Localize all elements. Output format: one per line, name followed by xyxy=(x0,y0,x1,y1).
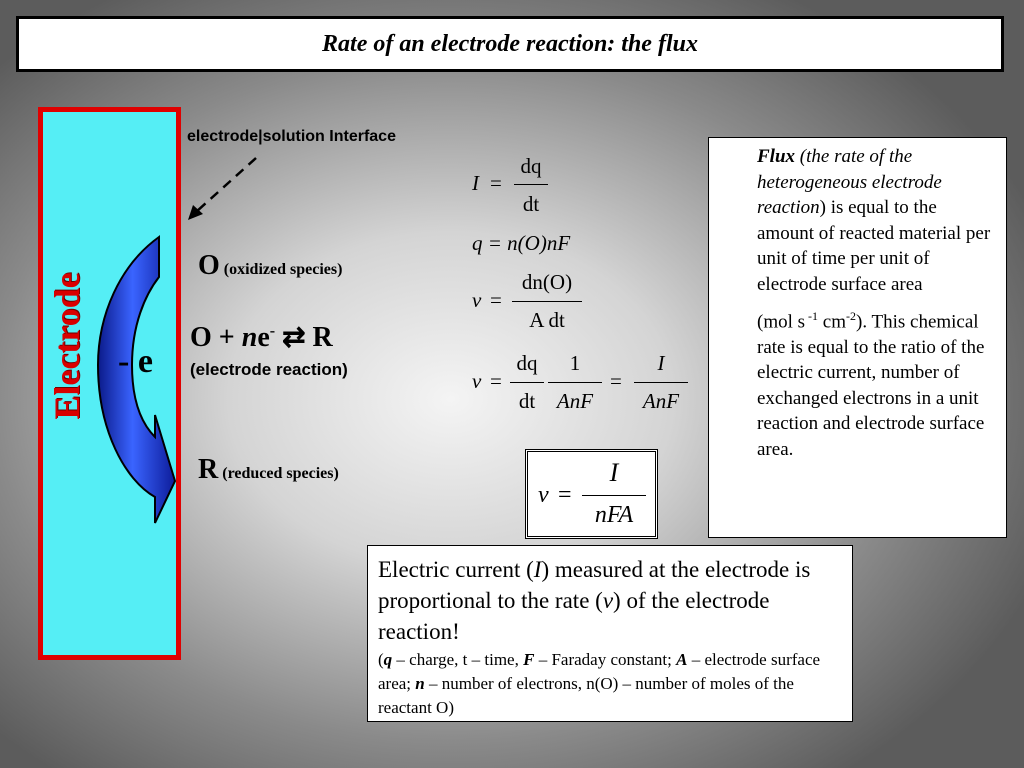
boxed-numerator: I xyxy=(609,458,619,487)
current-note: (q – charge, t – time, F – Faraday const… xyxy=(378,648,842,720)
reaction-arrow: ⇄ xyxy=(282,322,306,353)
reduced-desc: (reduced species) xyxy=(222,465,339,482)
eq4-den2: AnF xyxy=(556,389,594,413)
eq3-denominator: A dt xyxy=(529,308,565,332)
equation-charge: q = n(O)nF xyxy=(472,231,571,255)
eq3-numerator: dn(O) xyxy=(521,270,573,294)
note-b: – charge, t – time, xyxy=(392,650,524,669)
equation-rate-current: v = dq dt 1 AnF = I AnF xyxy=(470,349,700,419)
note-a: ( xyxy=(378,650,384,669)
flux-units-suffix: ). This chemical rate is equal to the ra… xyxy=(757,311,985,460)
flux-term: Flux xyxy=(757,146,796,167)
note-d: – electrode surface area; xyxy=(378,650,821,693)
equation-current: I = dq dt xyxy=(470,152,560,222)
flux-units-exp2: -2 xyxy=(846,309,856,323)
flux-rest: ) is equal to the amount of reacted mate… xyxy=(757,197,991,295)
note-e: – number of electrons, n(O) – number of … xyxy=(378,674,794,717)
equation-rate: v = dn(O) A dt xyxy=(470,268,590,338)
flux-description-box: Flux (the rate of the heterogeneous elec… xyxy=(708,137,1007,538)
flux-definition: Flux (the rate of the heterogeneous elec… xyxy=(757,144,996,297)
note-c: – Faraday constant; xyxy=(534,650,677,669)
eq4-lhs: v xyxy=(472,369,482,393)
interface-label: electrode|solution Interface xyxy=(187,128,396,145)
eq4-den3: AnF xyxy=(642,389,680,413)
note-n: n xyxy=(415,674,425,693)
eq1-numerator: dq xyxy=(520,154,542,178)
eq4-num1: dq xyxy=(516,351,538,375)
flux-italic: (the rate of the heterogeneous electrode… xyxy=(757,146,942,218)
current-main-text: Electric current (I) measured at the ele… xyxy=(378,554,842,647)
reaction-equation: O + ne- ⇄ R xyxy=(190,320,333,354)
reduced-species: R (reduced species) xyxy=(198,454,339,486)
flux-units-exp1: -1 xyxy=(805,309,819,323)
current-description-box: Electric current (I) measured at the ele… xyxy=(367,545,853,722)
electron-label: - e xyxy=(118,343,153,380)
current-main-a: Electric current ( xyxy=(378,557,534,582)
eq4-den1: dt xyxy=(518,389,536,413)
flux-units-prefix: (mol s xyxy=(757,311,806,333)
note-q: q xyxy=(383,650,393,669)
note-F: F xyxy=(523,650,535,669)
current-main-I: I xyxy=(533,557,542,582)
current-main-c: ) of the electrode reaction! xyxy=(378,588,770,644)
oxidized-symbol: O xyxy=(198,250,220,281)
current-main-v: v xyxy=(602,588,614,613)
curved-arrow-shape xyxy=(96,235,177,524)
reaction-charge: - xyxy=(269,322,276,340)
page-title: Rate of an electrode reaction: the flux xyxy=(322,30,698,57)
boxed-equation: v = I nFA xyxy=(525,449,658,539)
interface-pointer-arrow xyxy=(188,157,257,220)
reaction-rhs: R xyxy=(305,322,333,353)
oxidized-desc: (oxidized species) xyxy=(223,261,343,278)
oxidized-species: O (oxidized species) xyxy=(198,250,342,282)
title-box: Rate of an electrode reaction: the flux xyxy=(16,16,1004,72)
reaction-caption: (electrode reaction) xyxy=(190,360,348,379)
reaction-n: n xyxy=(241,322,258,353)
current-main-b: ) measured at the electrode is proportio… xyxy=(378,557,811,613)
reaction-lhs: O + xyxy=(190,322,242,353)
note-A: A xyxy=(676,650,688,669)
flux-units-paragraph: (mol s -1 cm-2). This chemical rate is e… xyxy=(757,304,996,462)
flux-units-mid: cm xyxy=(818,311,846,333)
eq4-num2: 1 xyxy=(569,351,581,375)
boxed-lhs: v xyxy=(538,482,549,508)
electron-transfer-arrow xyxy=(96,235,177,524)
eq4-num3: I xyxy=(657,351,665,375)
reduced-symbol: R xyxy=(198,454,219,485)
eq3-lhs: v xyxy=(472,288,482,312)
boxed-denominator: nFA xyxy=(594,502,634,528)
reaction-e: e xyxy=(257,322,270,353)
eq1-lhs: I xyxy=(472,171,479,195)
eq1-denominator: dt xyxy=(522,192,540,216)
